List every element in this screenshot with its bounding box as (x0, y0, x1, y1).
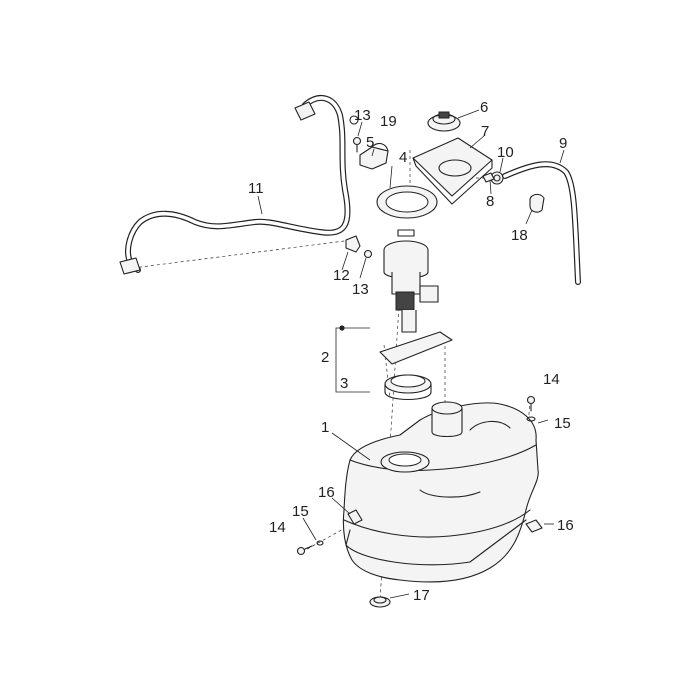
callout-8: 8 (486, 193, 494, 210)
screw-top (352, 136, 362, 153)
callout-11: 11 (248, 180, 264, 197)
callout-labels: 1 2 3 4 5 6 7 8 9 10 11 12 13 13 14 14 1… (248, 99, 574, 604)
side-clip-right (525, 519, 543, 533)
callout-14a: 14 (543, 371, 560, 388)
breather-hose (119, 94, 359, 275)
callout-15b: 15 (292, 503, 309, 520)
small-clamp (345, 235, 361, 253)
fuel-line (502, 161, 581, 285)
tank-grommet (369, 596, 391, 608)
callout-5: 5 (366, 134, 374, 151)
hose-clip (529, 193, 545, 213)
callout-18: 18 (511, 227, 528, 244)
callout-13a: 13 (354, 107, 371, 124)
callout-2: 2 (321, 349, 329, 366)
callout-4: 4 (399, 149, 407, 166)
fuel-cap (427, 111, 461, 132)
group-bracket (335, 325, 370, 393)
fuel-pump-assembly (379, 229, 453, 365)
callout-16a: 16 (318, 484, 335, 501)
callout-1: 1 (321, 419, 329, 436)
callout-19: 19 (380, 113, 397, 130)
callout-12: 12 (333, 267, 350, 284)
bolt-right (526, 395, 536, 422)
pump-gasket (384, 374, 432, 400)
callout-10: 10 (497, 144, 514, 161)
leader-lines (257, 109, 565, 599)
screw-mid (363, 249, 373, 259)
hose-clamp-bracket (359, 142, 389, 170)
bolt-left (296, 540, 324, 556)
callout-7: 7 (481, 123, 489, 140)
fuel-tank (342, 401, 539, 583)
callout-6: 6 (480, 99, 488, 116)
connector-8 (482, 172, 495, 183)
callout-15a: 15 (554, 415, 571, 432)
callout-16b: 16 (557, 517, 574, 534)
callout-14b: 14 (269, 519, 286, 536)
callout-9: 9 (559, 135, 567, 152)
callout-13b: 13 (352, 281, 369, 298)
callout-17: 17 (413, 587, 430, 604)
callout-3: 3 (340, 375, 348, 392)
lock-ring (376, 185, 438, 219)
side-clip-left (347, 509, 363, 525)
filler-tray (412, 137, 493, 205)
